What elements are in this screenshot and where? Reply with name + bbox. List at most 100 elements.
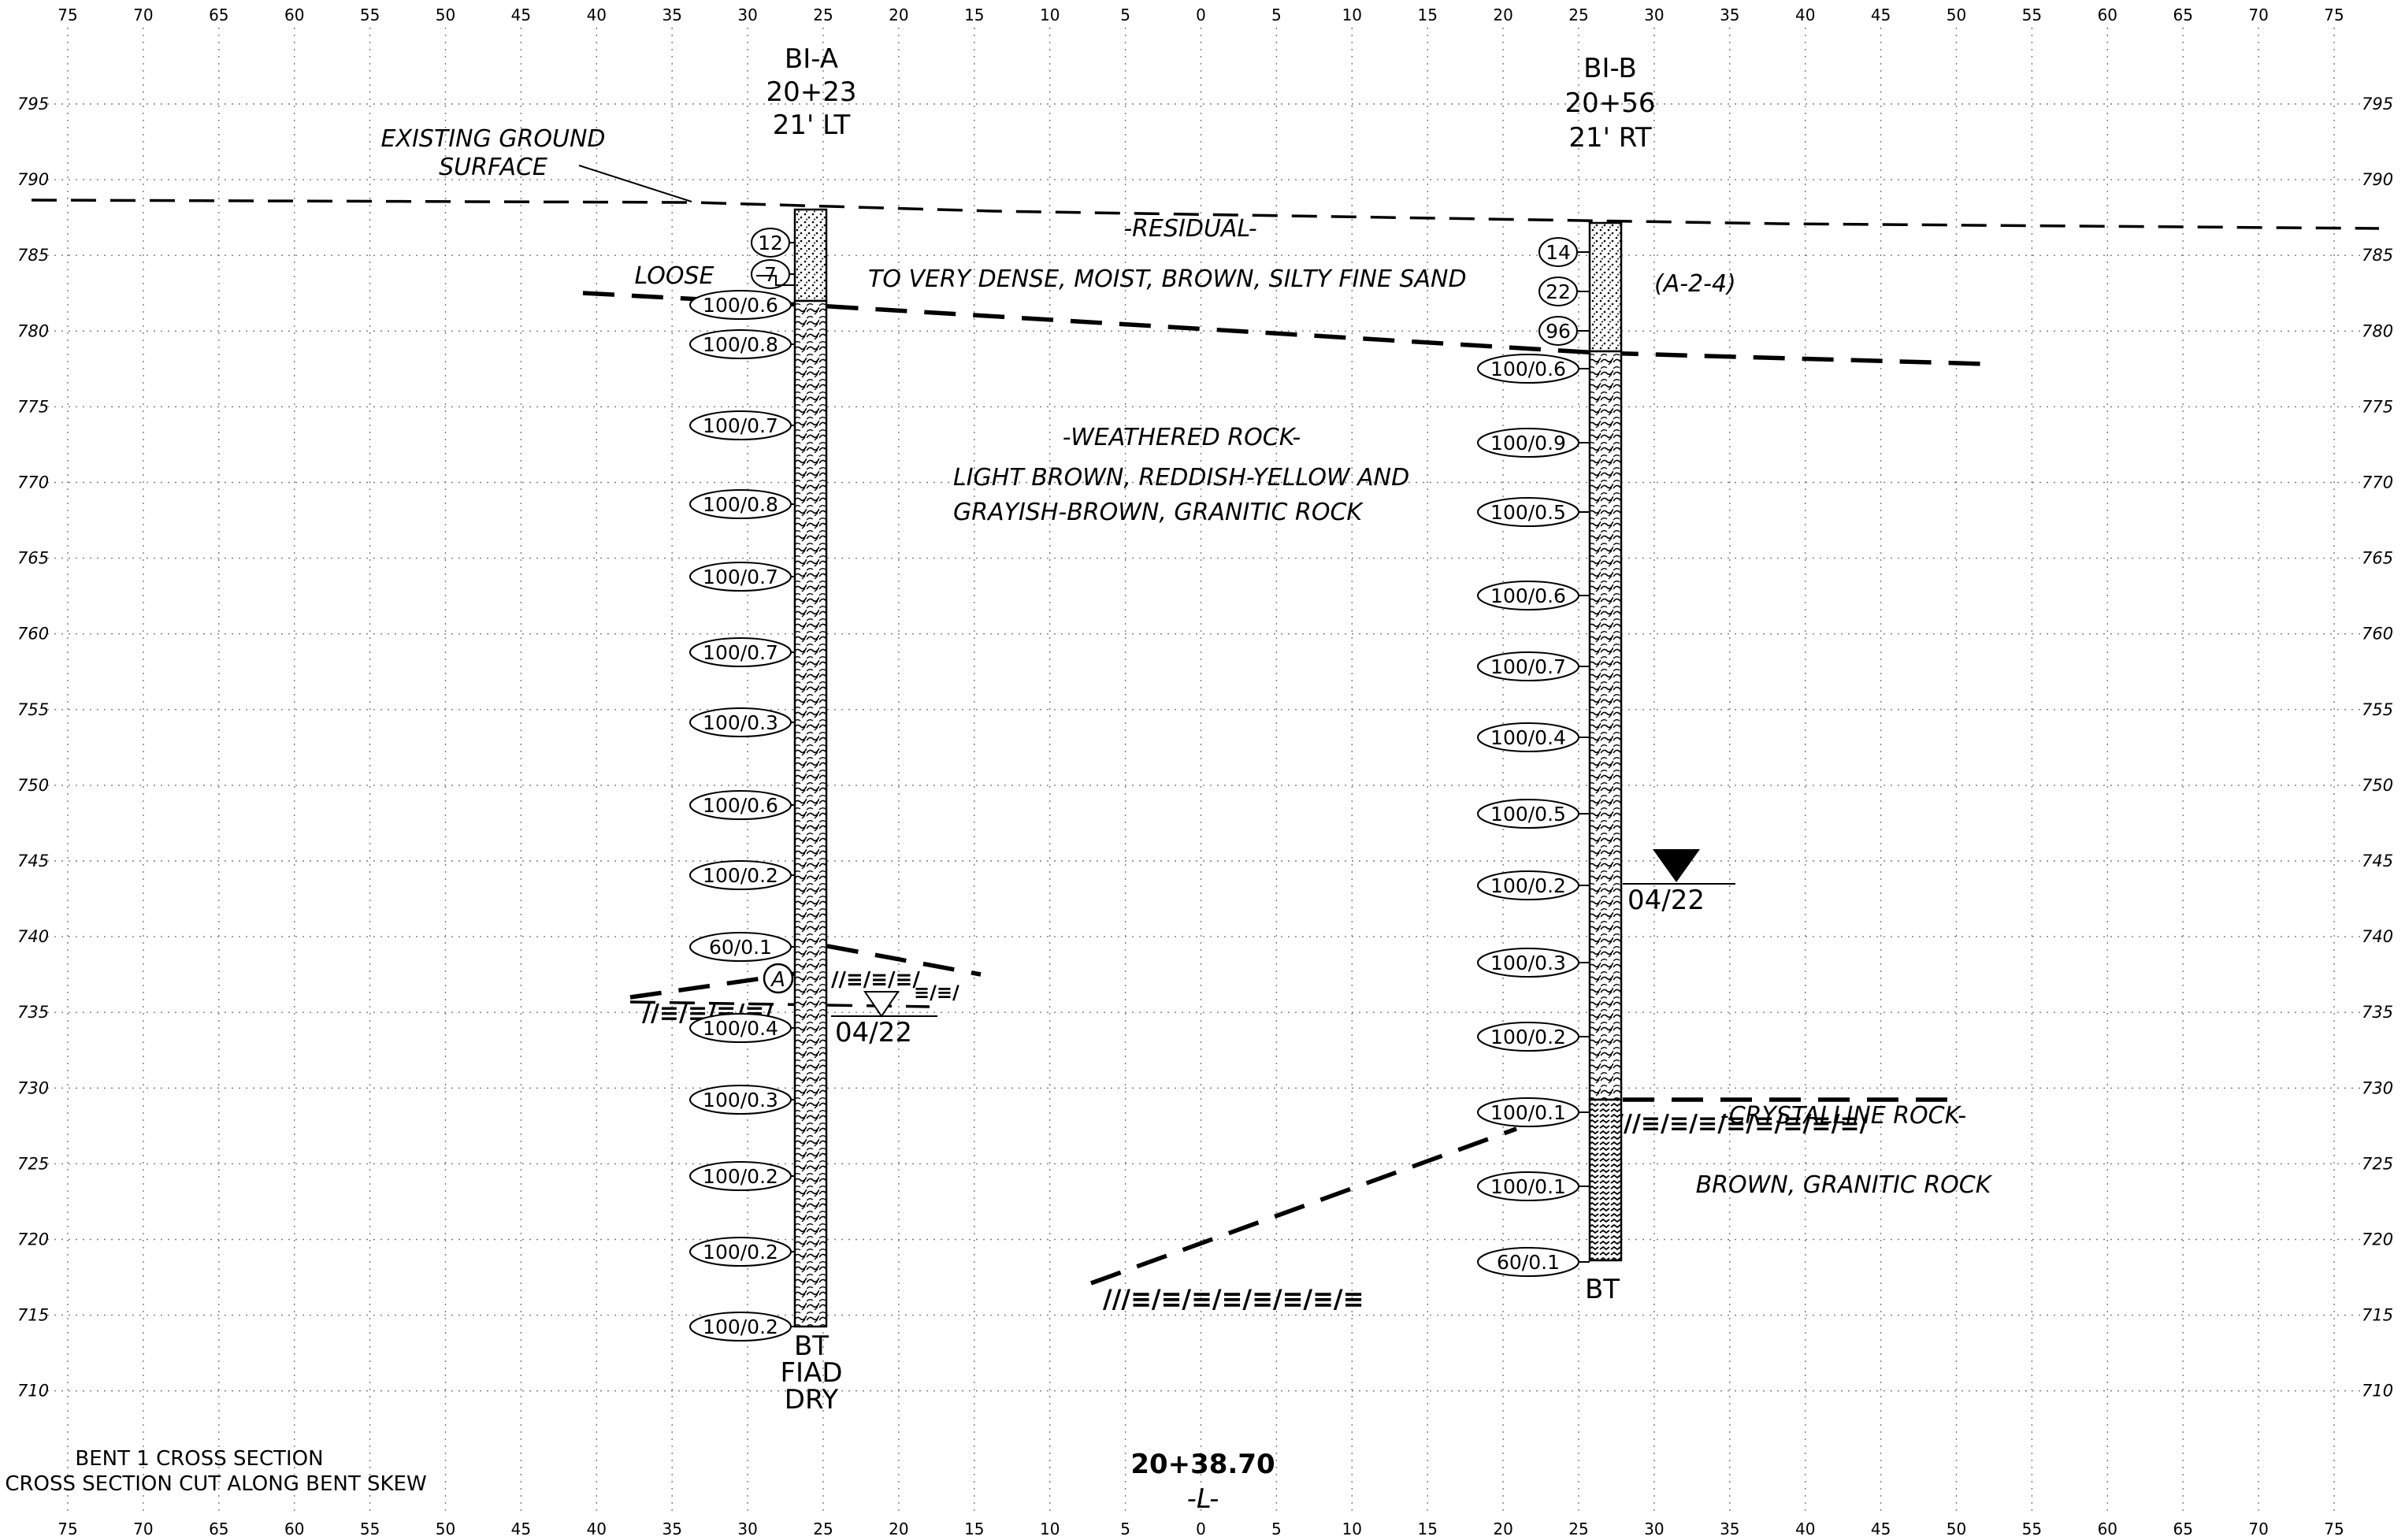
offset-tick-label: 40 [587, 6, 607, 24]
offset-tick-label: 45 [1871, 6, 1891, 24]
boring-a-sample-value: 100/0.4 [703, 1017, 778, 1040]
offset-tick-label: 20 [1493, 6, 1512, 24]
station-label: 20+38.70 [1130, 1449, 1275, 1480]
ground-leader [578, 165, 692, 202]
offset-tick-label: 25 [813, 6, 833, 24]
boring-b-sample-value: 100/0.2 [1490, 1026, 1566, 1048]
boring-a-samples: 127100/0.6100/0.8100/0.7100/0.8100/0.710… [689, 228, 795, 1341]
elevation-tick-label: 745 [2362, 852, 2393, 870]
boring-a-station: 20+23 [766, 76, 856, 108]
elevation-tick-label: 725 [17, 1154, 49, 1173]
elevation-tick-label: 735 [2362, 1003, 2393, 1022]
svg-text:///≡/≡/≡/≡/≡/≡/≡/≡: ///≡/≡/≡/≡/≡/≡/≡/≡ [1103, 1284, 1364, 1314]
boring-b-station: 20+56 [1564, 87, 1655, 119]
offset-tick-label: 75 [58, 1520, 77, 1538]
water-level-a-date: 04/22 [835, 1017, 912, 1048]
offset-tick-label: 0 [1196, 6, 1206, 24]
water-level-b-icon [1623, 849, 1735, 885]
boring-a-sample-oval [689, 707, 792, 737]
offset-tick-label: 60 [284, 6, 304, 24]
boring-b-bt-label: BT [1585, 1274, 1620, 1305]
offset-tick-label: 60 [2098, 6, 2117, 24]
rock-point-marker-icon [763, 963, 794, 994]
existing-ground-label-2: SURFACE [439, 154, 547, 181]
boring-b-sample-oval [1477, 1097, 1579, 1127]
alignment-label: -L- [1187, 1483, 1219, 1515]
boring-a-sample-value: 100/0.7 [703, 414, 778, 437]
elevation-tick-label: 755 [17, 700, 49, 719]
existing-ground-line [31, 199, 2380, 230]
boring-b-sample-value: 96 [1546, 320, 1571, 343]
boring-b-sample-value: 22 [1546, 280, 1571, 303]
elevation-tick-label: 755 [2362, 700, 2393, 719]
right-elevation-scale: 7957907857807757707657607557507457407357… [2362, 95, 2393, 1401]
boring-b-sample-oval [1477, 651, 1579, 681]
offset-tick-label: 65 [2173, 6, 2192, 24]
offset-tick-label: 65 [209, 1520, 228, 1538]
elevation-tick-label: 775 [2362, 397, 2393, 416]
boring-a-sample-value: 100/0.8 [703, 333, 778, 356]
elevation-tick-label: 780 [2362, 321, 2393, 340]
boring-a-column [793, 208, 828, 1328]
offset-tick-label: 55 [2022, 1520, 2042, 1538]
elevation-tick-label: 710 [2362, 1382, 2393, 1401]
elevation-tick-label: 775 [17, 397, 49, 416]
offset-tick-label: 5 [1120, 6, 1130, 24]
offset-tick-label: 40 [1795, 1520, 1815, 1538]
elevation-tick-label: 730 [2362, 1078, 2393, 1097]
weathered-rock-label: -WEATHERED ROCK- [1063, 424, 1301, 451]
boring-a-sample-value: 100/0.2 [703, 1165, 778, 1188]
loose-leader [756, 275, 795, 286]
offset-tick-label: 75 [58, 6, 77, 24]
offset-tick-label: 15 [964, 6, 984, 24]
offset-tick-label: 75 [2324, 1520, 2344, 1538]
boring-a-sample-value: 12 [758, 232, 783, 254]
offset-tick-label: 60 [2098, 1520, 2117, 1538]
boring-a-sample-oval [689, 1312, 792, 1341]
boring-b-sample-oval [1477, 870, 1579, 900]
offset-tick-label: 50 [436, 1520, 455, 1538]
offset-tick-label: 25 [1568, 1520, 1588, 1538]
residual-description: TO VERY DENSE, MOIST, BROWN, SILTY FINE … [868, 265, 1467, 293]
boring-a-sample-oval [689, 329, 792, 359]
boring-a-sample-value: 7 [764, 263, 777, 286]
boring-b-sample-value: 100/0.4 [1490, 726, 1566, 749]
residual-rock-boundary [582, 291, 1986, 366]
offset-tick-label: 55 [2022, 6, 2042, 24]
boring-b-sample-oval [1477, 948, 1579, 978]
boring-a-sample-value: 100/0.7 [703, 641, 778, 664]
offset-tick-label: 10 [1342, 6, 1362, 24]
water-level-a-icon [831, 991, 937, 1018]
elevation-tick-label: 785 [2362, 246, 2393, 265]
boring-b-sample-oval [1477, 354, 1579, 384]
boring-b-id: BI-B [1583, 53, 1637, 84]
boring-b-samples: 142296100/0.6100/0.9100/0.5100/0.6100/0.… [1477, 237, 1590, 1277]
offset-tick-label: 35 [1720, 6, 1739, 24]
boring-b-sample-value: 100/0.5 [1490, 803, 1566, 826]
boring-b-offset: 21' RT [1568, 122, 1652, 154]
water-level-b-date: 04/22 [1627, 885, 1705, 916]
boring-b-sample-value: 100/0.5 [1490, 501, 1566, 524]
elevation-tick-label: 795 [2362, 95, 2393, 113]
offset-tick-label: 5 [1120, 1520, 1130, 1538]
offset-tick-label: 15 [1417, 1520, 1437, 1538]
elevation-tick-label: 795 [17, 95, 49, 113]
offset-tick-label: 65 [2173, 1520, 2192, 1538]
crystalline-rock-description: BROWN, GRANITIC ROCK [1696, 1171, 1993, 1199]
offset-tick-label: 15 [964, 1520, 984, 1538]
boring-b-sample-oval [1477, 799, 1579, 829]
boring-b-sample-oval [1538, 276, 1578, 306]
elevation-tick-label: 770 [17, 473, 49, 492]
offset-tick-label: 25 [813, 1520, 833, 1538]
horizontal-grid-lines [47, 103, 2363, 1392]
offset-tick-label: 70 [133, 6, 153, 24]
elevation-tick-label: 740 [17, 927, 49, 946]
boring-a-fiad-label: FIAD [780, 1357, 842, 1389]
elevation-tick-label: 715 [2362, 1306, 2393, 1325]
boring-a-sample-oval [751, 228, 790, 258]
boring-b-sample-value: 100/0.3 [1490, 952, 1566, 974]
boring-a-sample-oval [689, 637, 792, 667]
elevation-tick-label: 765 [2362, 549, 2393, 568]
